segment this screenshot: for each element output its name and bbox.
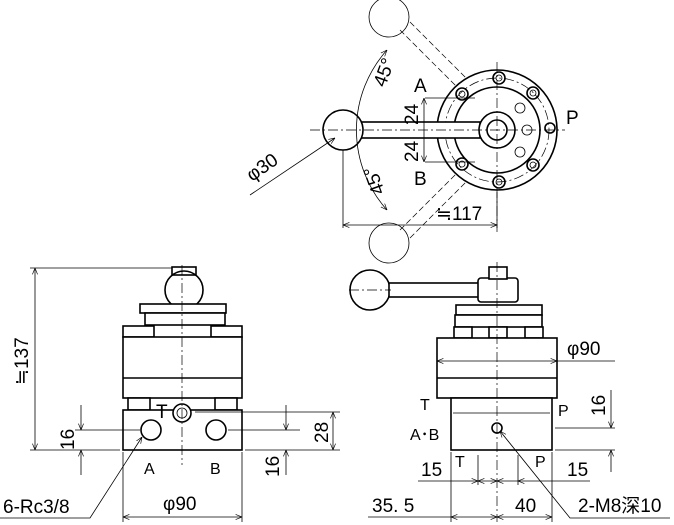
thread-note: 6-Rc3/8 [3,497,70,518]
diameter-label: φ90 [163,494,196,515]
port-t-label: T [420,397,430,414]
port-b-hole [205,419,227,441]
mount-note: 2-M8深10 [578,495,661,517]
angle-upper-label: 45° [370,56,400,90]
port-p-hole [544,122,556,134]
offset-upper-label: 24 [402,103,423,125]
front-view: ≒137 T A B 16 28 16 φ90 6-Rc3/8 [0,265,340,522]
ball-diameter-label: φ30 [243,150,282,186]
handle-bar [388,282,482,298]
dim-16-left: 16 [58,429,79,450]
dim-15-left: 15 [421,460,442,481]
dim-40: 40 [515,496,536,517]
dim-16: 16 [589,395,610,416]
flange-body [122,336,243,399]
port-b-label: B [414,169,427,190]
dim-35-5: 35. 5 [372,496,414,517]
port-a-label: A [414,76,427,97]
top-view: 45° 45° A B P 24 24 φ30 ≒117 [243,0,579,264]
port-b-label: B [210,461,221,478]
bolt-holes [455,71,540,189]
port-t-label: T [156,402,168,423]
dim-16-right: 16 [263,456,284,477]
port-block [450,397,553,451]
height-label: ≒137 [12,337,33,385]
port-ab-label: A･B [410,427,439,444]
port-a-hole [140,419,162,441]
dim-28: 28 [312,422,333,443]
angle-lower-label: 45° [360,163,390,197]
port-t-bottom-label: T [455,454,465,471]
port-p-label: P [558,403,569,420]
handle-length-label: ≒117 [436,204,482,225]
dim-15-right: 15 [567,460,588,481]
offset-lower-label: 24 [402,140,423,162]
port-p-bottom-label: P [535,454,546,471]
port-p-label: P [566,108,579,129]
side-view: φ90 T A･B P 16 15 T P 15 35. 5 40 2-M8深1… [349,262,670,522]
diameter-label: φ90 [567,339,600,360]
port-a-label: A [144,461,155,478]
